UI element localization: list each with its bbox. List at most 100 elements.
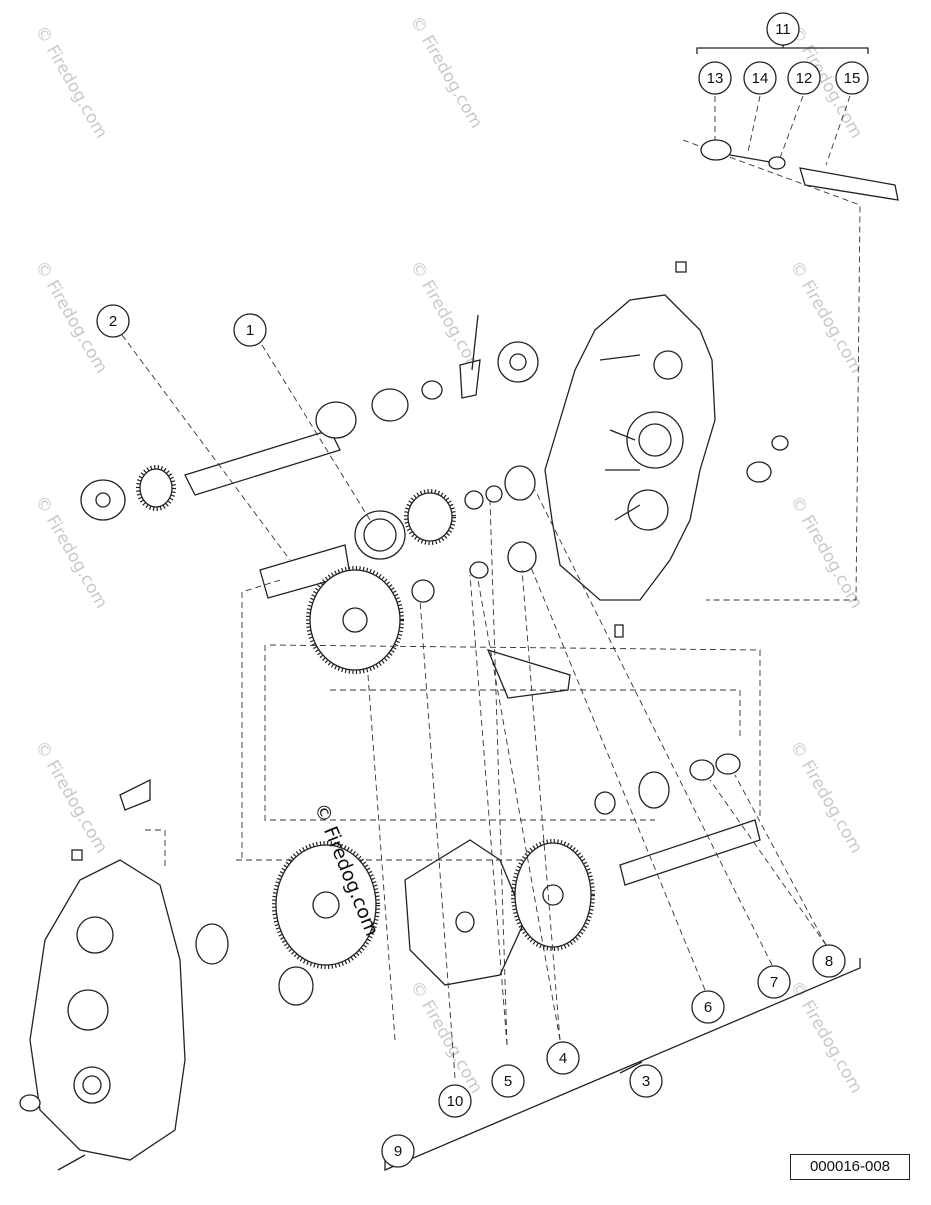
shift-rod-assembly <box>682 42 899 601</box>
bushing-part <box>715 753 741 775</box>
callout-leaders <box>121 334 861 1171</box>
housing-shell <box>544 294 716 601</box>
callout-label: 12 <box>796 70 813 87</box>
bearing-part <box>507 541 537 573</box>
leader-line <box>269 644 761 820</box>
leader-line <box>529 564 706 991</box>
bearing-bore <box>95 492 111 508</box>
housing-bore <box>653 350 683 380</box>
driven-gear <box>514 842 592 948</box>
watermark-tile: © Firedog.com <box>31 23 112 142</box>
watermark-tile: © Firedog.com <box>406 978 487 1097</box>
housing-bore <box>73 1066 111 1104</box>
leader-line <box>709 779 827 946</box>
gear-teeth <box>306 566 404 674</box>
leader-line <box>489 499 508 1046</box>
callout-label: 1 <box>246 322 254 339</box>
gear-teeth <box>136 465 176 511</box>
watermark-tile: © Firedog.com <box>786 738 867 857</box>
callout-4: 4 <box>546 1041 580 1075</box>
leader-line <box>367 674 396 1041</box>
spring-part <box>768 156 786 170</box>
callout-label: 9 <box>394 1143 402 1160</box>
housing-logo-boss <box>67 989 109 1031</box>
gear-bore <box>542 884 564 906</box>
input-shaft <box>184 429 341 496</box>
leader-line <box>241 579 281 858</box>
shift-collar-part <box>354 510 406 560</box>
bearing-bore <box>509 353 527 371</box>
shift-fork-rod <box>471 314 479 371</box>
drawing-number: 000016-008 <box>790 1154 910 1180</box>
washer-part <box>485 485 503 503</box>
callout-label: 11 <box>775 21 791 38</box>
bolt-part <box>57 1154 86 1171</box>
callout-label: 5 <box>504 1073 512 1090</box>
leader-line <box>521 569 561 1041</box>
assembly-bracket-3 <box>384 958 861 1171</box>
leader-line <box>734 774 827 946</box>
callout-label: 14 <box>752 70 769 87</box>
leader-line <box>469 574 508 1046</box>
housing-bore <box>76 916 114 954</box>
pin-part <box>729 154 771 163</box>
assembly-bracket-stem <box>619 1061 643 1074</box>
shift-arm-part <box>119 778 151 811</box>
gear-bore <box>312 891 340 919</box>
callout-8: 8 <box>812 944 846 978</box>
leader-line <box>779 95 804 159</box>
group-bracket <box>696 47 869 54</box>
leader-line <box>330 689 741 740</box>
callout-11: 11 <box>766 12 800 46</box>
leader-line <box>825 95 851 166</box>
callout-7: 7 <box>757 965 791 999</box>
callout-label: 4 <box>559 1050 567 1067</box>
housing-bore <box>627 489 669 531</box>
callout-5: 5 <box>491 1064 525 1098</box>
callout-label: 7 <box>770 974 778 991</box>
leader-line <box>264 645 655 821</box>
gear-part <box>407 492 453 542</box>
washer-part <box>469 561 489 579</box>
bearing-part <box>278 966 314 1006</box>
bearing-part <box>371 388 409 422</box>
leader-line <box>534 489 773 966</box>
washer-part <box>315 401 357 439</box>
watermark-tile: © Firedog.com <box>406 258 487 377</box>
callout-13: 13 <box>698 61 732 95</box>
bearing-part <box>497 341 539 383</box>
seal-part <box>19 1094 41 1112</box>
washer-part <box>594 791 616 815</box>
shift-fork <box>486 648 571 699</box>
leader-line <box>477 579 561 1041</box>
callout-label: 6 <box>704 999 712 1016</box>
callout-1: 1 <box>233 313 267 347</box>
callout-label: 15 <box>844 70 861 87</box>
chain-part <box>404 839 526 986</box>
bolt-part <box>71 849 83 861</box>
callout-12: 12 <box>787 61 821 95</box>
watermark-tile: © Firedog.com <box>31 738 112 857</box>
callout-15: 15 <box>835 61 869 95</box>
plug-part <box>771 435 789 451</box>
callout-2: 2 <box>96 304 130 338</box>
gear-bore <box>342 607 368 633</box>
housing-bore-inner <box>82 1075 102 1095</box>
callout-9: 9 <box>381 1134 415 1168</box>
watermark-tile: © Firedog.com <box>786 978 867 1097</box>
housing-bore-inner <box>638 423 672 457</box>
bearing-part <box>80 479 126 521</box>
bolt-part <box>675 261 687 273</box>
washer-part <box>411 579 435 603</box>
gear-part <box>638 771 670 809</box>
bolt-part <box>614 624 624 638</box>
callout-3: 3 <box>629 1064 663 1098</box>
seal-part <box>746 461 772 483</box>
bushing-part <box>700 139 732 161</box>
callout-6: 6 <box>691 990 725 1024</box>
callout-label: 13 <box>707 70 724 87</box>
callout-label: 8 <box>825 953 833 970</box>
callout-label: 10 <box>447 1093 464 1110</box>
